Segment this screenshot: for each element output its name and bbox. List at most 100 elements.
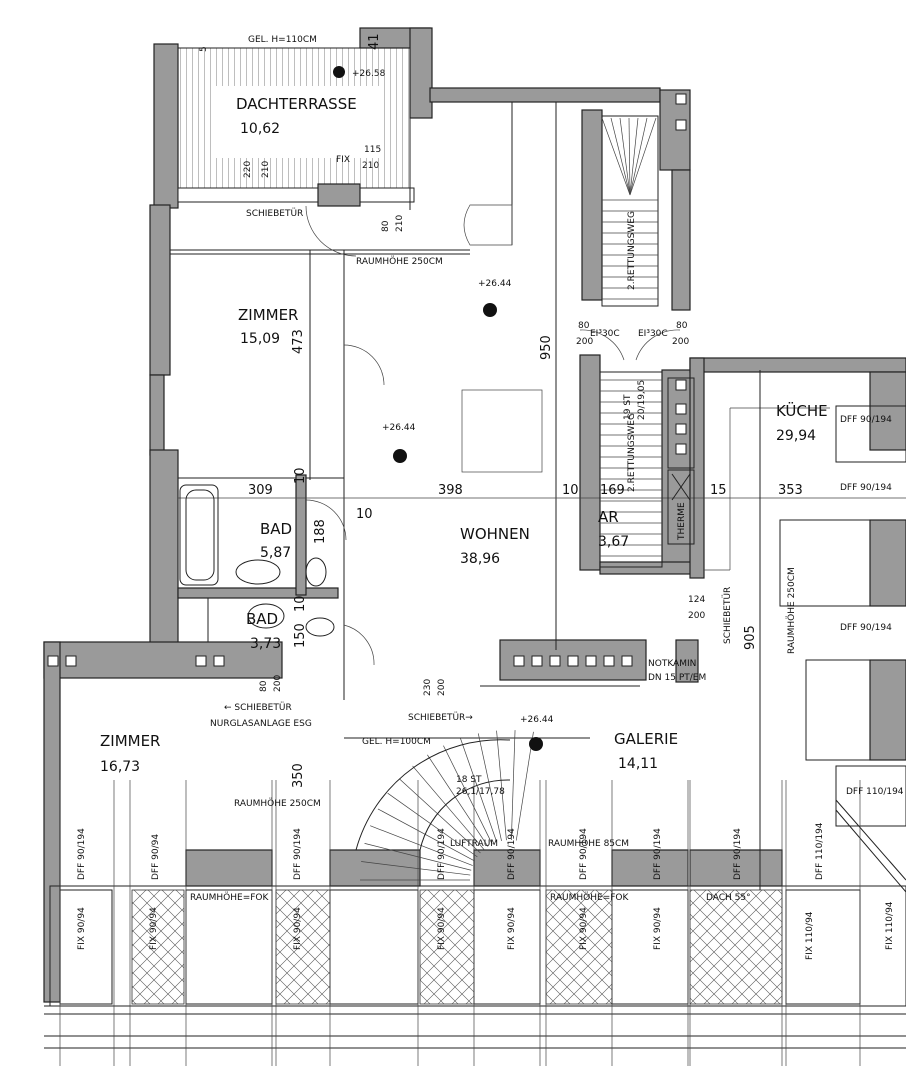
dim-169: 169 (600, 483, 625, 498)
dim-398: 398 (438, 483, 463, 498)
stairs (355, 115, 695, 881)
window-fix-1: FIX 90/94 (77, 907, 87, 950)
label-stairs-a2: 20/19,05 (637, 380, 647, 420)
window-dff-1: DFF 90/194 (77, 828, 87, 880)
room-name-dachterrasse: DACHTERRASSE (236, 95, 357, 113)
dim-473: 473 (291, 329, 306, 354)
room-area-bad-2: 3,73 (250, 636, 281, 652)
room-area-wohnen: 38,96 (460, 551, 500, 567)
window-labels: DFF 90/194 DFF 90/194 DFF 90/194 DFF 110… (77, 415, 904, 960)
window-dff-kueche-1: DFF 90/194 (840, 415, 892, 425)
room-labels: DACHTERRASSE 10,62 ZIMMER 15,09 BAD 5,87… (100, 95, 828, 775)
terrace (177, 47, 415, 210)
window-fix-4: FIX 90/94 (437, 907, 447, 950)
level-texts: +26.58 +26.44 +26.44 +26.44 (352, 69, 554, 725)
dim-115: 115 (364, 145, 381, 155)
room-area-dachterrasse: 10,62 (240, 121, 280, 137)
label-notkamin-dn: DN 15 PT/EM (648, 673, 706, 683)
dim-230: 230 (423, 679, 433, 696)
window-dff-5: DFF 90/194 (507, 828, 517, 880)
label-room-height-fok-2: RAUMHÖHE=FOK (550, 892, 630, 903)
room-name-galerie: GALERIE (614, 730, 678, 748)
room-name-zimmer-1: ZIMMER (238, 306, 298, 324)
window-dff-kueche-2: DFF 90/194 (840, 483, 892, 493)
dim-10-d: 10 (293, 595, 308, 612)
rotated-annotations: 2.RETTUNGSWEG 2.RETTUNGSWEG 19 ST 20/19,… (623, 211, 797, 654)
dim-220: 220 (243, 161, 253, 178)
label-ei30-a: EI³30C (590, 329, 620, 339)
label-room-height-right: RAUMHÖHE 250CM (786, 567, 797, 654)
dim-950: 950 (539, 335, 554, 360)
window-dff-7: DFF 90/194 (653, 828, 663, 880)
level-2: +26.44 (478, 279, 512, 289)
label-roof-55: DACH 55° (706, 893, 751, 903)
dim-210-c: 210 (395, 215, 405, 232)
window-dff-right-4: DFF 110/194 (846, 787, 904, 797)
label-therme: THERME (677, 502, 687, 541)
window-dff-4: DFF 90/194 (437, 828, 447, 880)
window-fix-6: FIX 90/94 (579, 907, 589, 950)
label-sliding-door-left: ← SCHIEBETÜR (224, 702, 292, 713)
dim-5: 5 (199, 46, 209, 52)
dim-353: 353 (778, 483, 803, 498)
annotations: GEL. H=110CM SCHIEBETÜR FIX RAUMHÖHE 250… (190, 35, 751, 903)
label-fix: FIX (336, 155, 350, 165)
label-luftraum: LUFTRAUM (450, 839, 498, 849)
dim-10-c: 10 (293, 467, 308, 484)
dim-188: 188 (313, 519, 328, 544)
label-room-height-fok-1: RAUMHÖHE=FOK (190, 892, 270, 903)
window-dff-right-3: DFF 90/194 (840, 623, 892, 633)
room-name-ar: AR (598, 508, 619, 526)
room-area-zimmer-1: 15,09 (240, 331, 280, 347)
dim-10-b: 10 (356, 507, 373, 522)
window-fix-7: FIX 90/94 (653, 907, 663, 950)
label-railing-110: GEL. H=110CM (248, 35, 317, 45)
dim-309: 309 (248, 483, 273, 498)
dim-200-e: 200 (437, 679, 447, 696)
window-dff-8: DFF 90/194 (733, 828, 743, 880)
room-name-zimmer-2: ZIMMER (100, 732, 160, 750)
dimensions: 5 41 115 210 220 210 80 210 473 950 80 2… (199, 33, 803, 788)
dim-80-c: 80 (676, 321, 688, 331)
label-sliding-door-terrace: SCHIEBETÜR (246, 208, 303, 219)
dim-80-a: 80 (381, 220, 391, 232)
walls (43, 27, 906, 1003)
label-glass-system: NURGLASANLAGE ESG (210, 719, 312, 729)
level-markers (333, 66, 543, 751)
window-fix-5: FIX 90/94 (507, 907, 517, 950)
dim-200-d: 200 (273, 675, 283, 692)
label-stairs-a: 19 ST (623, 394, 633, 420)
room-name-kueche: KÜCHE (776, 401, 828, 420)
dim-80-b: 80 (578, 321, 590, 331)
label-escape-route-2: 2.RETTUNGSWEG (627, 413, 637, 492)
dim-80-d: 80 (259, 680, 269, 692)
interior-lines (170, 102, 906, 893)
dim-150: 150 (293, 623, 308, 648)
dim-200-a: 200 (576, 337, 593, 347)
window-fix-2: FIX 90/94 (149, 907, 159, 950)
dim-210-a: 210 (362, 161, 379, 171)
room-area-bad-1: 5,87 (260, 545, 291, 561)
label-stairs-b2: 26,1/17,78 (456, 787, 505, 797)
window-dff-3: DFF 90/194 (293, 828, 303, 880)
level-3: +26.44 (382, 423, 416, 433)
label-room-height-85: RAUMHÖHE 85CM (548, 838, 629, 849)
room-area-zimmer-2: 16,73 (100, 759, 140, 775)
window-dff-6: DFF 90/194 (579, 828, 589, 880)
label-ei30-b: EI³30C (638, 329, 668, 339)
window-fix-8: FIX 110/94 (805, 911, 815, 960)
window-dff-9: DFF 110/194 (815, 822, 825, 880)
label-stairs-b: 18 ST (456, 775, 482, 785)
label-sliding-door-arrow: SCHIEBETÜR→ (408, 712, 473, 723)
vent-markers (47, 93, 687, 667)
dim-15: 15 (710, 483, 727, 498)
dim-124: 124 (688, 595, 705, 605)
room-area-kueche: 29,94 (776, 428, 816, 444)
label-railing-100: GEL. H=100CM (362, 737, 431, 747)
label-escape-route-1: 2.RETTUNGSWEG (627, 211, 637, 290)
level-1: +26.58 (352, 69, 386, 79)
room-area-ar: 3,67 (598, 534, 629, 550)
dim-350: 350 (291, 763, 306, 788)
room-area-galerie: 14,11 (618, 756, 658, 772)
